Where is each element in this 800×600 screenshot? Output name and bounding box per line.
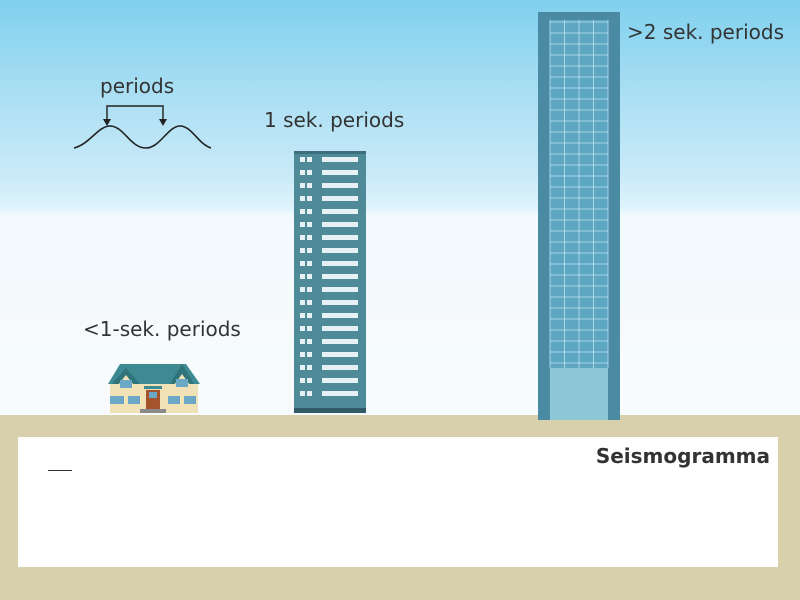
seismogram-title: Seismogramma — [595, 444, 770, 468]
seismogram-trace — [48, 470, 72, 471]
periods-label: periods — [100, 74, 175, 98]
tower-building-icon — [294, 151, 366, 413]
wave-period-icon — [73, 105, 212, 149]
under-one-second-period-label: <1-sek. periods — [83, 317, 241, 341]
seismogram-panel: Seismogramma — [18, 437, 778, 567]
sky-background — [0, 0, 800, 415]
house-icon — [108, 364, 200, 413]
skyscraper-icon — [538, 12, 620, 420]
over-two-second-period-label: >2 sek. periods — [627, 20, 784, 44]
one-second-period-label: 1 sek. periods — [264, 108, 405, 132]
